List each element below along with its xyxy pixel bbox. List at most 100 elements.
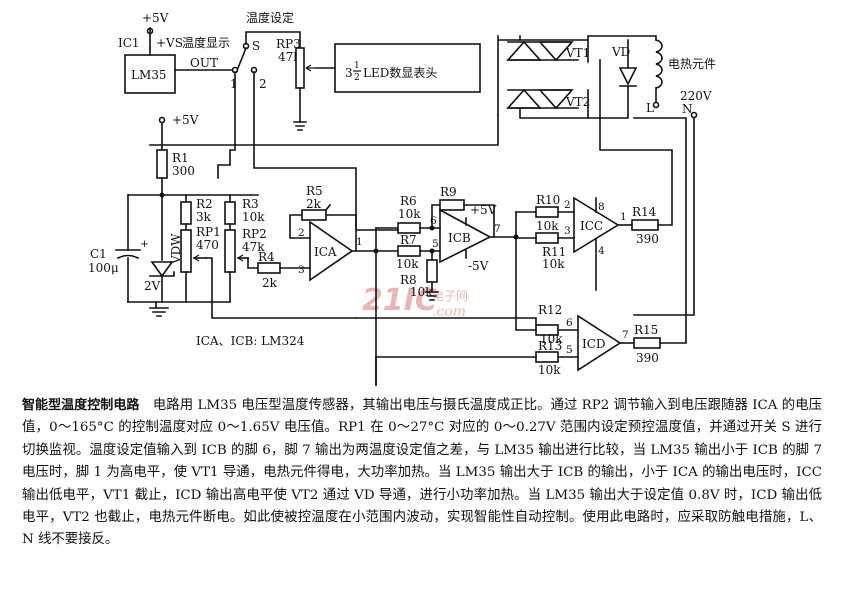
switch-setting-label: 温度设定	[246, 10, 294, 25]
r12-label: R12	[538, 303, 562, 317]
watermark-logo: 21IC	[362, 283, 437, 318]
heater-element	[655, 39, 663, 89]
r7-label: R7	[400, 233, 417, 247]
icc-pin1: 1	[620, 211, 627, 223]
icb-vneg: -5V	[468, 259, 489, 273]
vd-diode	[618, 67, 638, 86]
n-label: N	[682, 102, 693, 116]
led-meter-label: LED数显表头	[363, 65, 437, 80]
r3-resistor	[224, 201, 236, 225]
temp-display-label: 温度显示	[182, 35, 230, 50]
ica-icb-note: ICA、ICB: LM324	[196, 334, 305, 348]
r9-resistor	[439, 199, 465, 211]
r13-value: 10k	[538, 363, 561, 377]
r10-resistor	[535, 206, 559, 218]
power-label-mid: +5V	[172, 113, 199, 127]
r8-resistor	[426, 259, 438, 283]
r5-label: R5	[306, 184, 323, 198]
icb-pin6: 6	[430, 215, 437, 227]
rp2-potentiometer	[224, 229, 236, 273]
lm35-sensor	[124, 54, 176, 94]
led-frac-den: 2	[354, 73, 360, 83]
caption-text: 智能型温度控制电路 电路用 LM35 电压型温度传感器，其输出电压与摄氏温度成正…	[22, 395, 822, 607]
r5-resistor	[301, 209, 327, 221]
c1-capacitor	[116, 254, 140, 260]
terminal-5v-mid	[158, 116, 166, 124]
r10-value: 10k	[536, 219, 559, 233]
rp2-label: RP2	[242, 227, 267, 241]
r1-value: 300	[172, 164, 195, 178]
r14-value: 390	[636, 232, 659, 246]
ica-label: ICA	[314, 245, 337, 259]
r2-resistor	[180, 201, 192, 225]
terminal-5v-top	[146, 27, 154, 35]
r13-label: R13	[538, 339, 562, 353]
vt1-triangle-a	[506, 40, 542, 61]
r9-label: R9	[440, 185, 457, 199]
r13-resistor	[535, 351, 559, 363]
zener-voltage: 2V	[144, 279, 161, 293]
heater-label: 电热元件	[668, 57, 716, 71]
icd-pin7: 7	[622, 329, 629, 341]
r4-label: R4	[258, 250, 275, 264]
vdw-label: VDW	[169, 233, 183, 265]
r11-label: R11	[542, 245, 566, 259]
r5-value: 2k	[306, 197, 322, 211]
vd-label: VD	[611, 45, 630, 59]
r3-label: R3	[242, 197, 259, 211]
rp2-value: 47k	[242, 240, 265, 254]
switch-s-label: S	[252, 39, 260, 53]
rp3-potentiometer	[295, 47, 305, 89]
r6-resistor	[397, 222, 421, 234]
icb-opamp	[439, 208, 492, 264]
led-frac-num: 1	[354, 61, 360, 71]
c1-value: 100μ	[88, 261, 119, 275]
rp1-potentiometer	[180, 229, 192, 273]
r15-resistor	[633, 337, 661, 349]
rp1-value: 470	[196, 238, 219, 252]
icb-label: ICB	[448, 231, 471, 245]
r8-label: R8	[400, 273, 417, 287]
ac-label: 220V	[680, 89, 712, 103]
vs-label: +VS	[156, 36, 183, 50]
r4-value: 2k	[262, 276, 278, 290]
ground-r8	[425, 291, 439, 301]
led-frac-whole: 3	[345, 66, 353, 80]
vt2-label: VT2	[565, 95, 590, 109]
watermark-com: .com	[432, 304, 466, 320]
l-label: L	[646, 101, 654, 115]
r2-label: R2	[196, 197, 213, 211]
r14-resistor	[631, 219, 659, 231]
c1-label: C1	[90, 247, 107, 261]
r2-value: 3k	[196, 210, 212, 224]
r15-value: 390	[636, 351, 659, 365]
r4-resistor	[257, 262, 281, 274]
led-display-meter	[334, 43, 481, 93]
r11-resistor	[535, 232, 559, 244]
ica-pin2: 2	[298, 227, 305, 239]
ground-rp3	[293, 121, 307, 131]
ica-opamp	[309, 220, 354, 282]
ica-pin3: 3	[298, 264, 305, 276]
zener-vdw	[150, 261, 174, 278]
rp3-label: RP3	[276, 37, 301, 51]
r6-label: R6	[400, 194, 417, 208]
icd-pin6: 6	[566, 317, 573, 329]
switch-pos-1: 1	[230, 77, 238, 91]
r1-label: R1	[172, 151, 189, 165]
vt2-triangle-a	[506, 88, 542, 109]
lm35-label: LM35	[131, 68, 167, 82]
icd-opamp	[577, 314, 622, 372]
caption-body: 电路用 LM35 电压型温度传感器，其输出电压与摄氏温度成正比。通过 RP2 调…	[22, 398, 822, 548]
icb-pin5: 5	[432, 238, 439, 250]
icc-pin3: 3	[564, 225, 571, 237]
icc-pin4: 4	[598, 245, 605, 257]
r12-value: 10k	[540, 332, 563, 346]
ground-main	[149, 301, 169, 317]
icc-pin2: 2	[564, 199, 571, 211]
icc-pin8: 8	[598, 201, 605, 213]
circuit-diagram: 21IC 电子网 .com +5V IC1 +VS 温度显示 LM35 OUT …	[88, 10, 716, 386]
r11-value: 10k	[542, 257, 565, 271]
c1-plus: +	[140, 238, 149, 250]
rp1-label: RP1	[196, 225, 221, 239]
